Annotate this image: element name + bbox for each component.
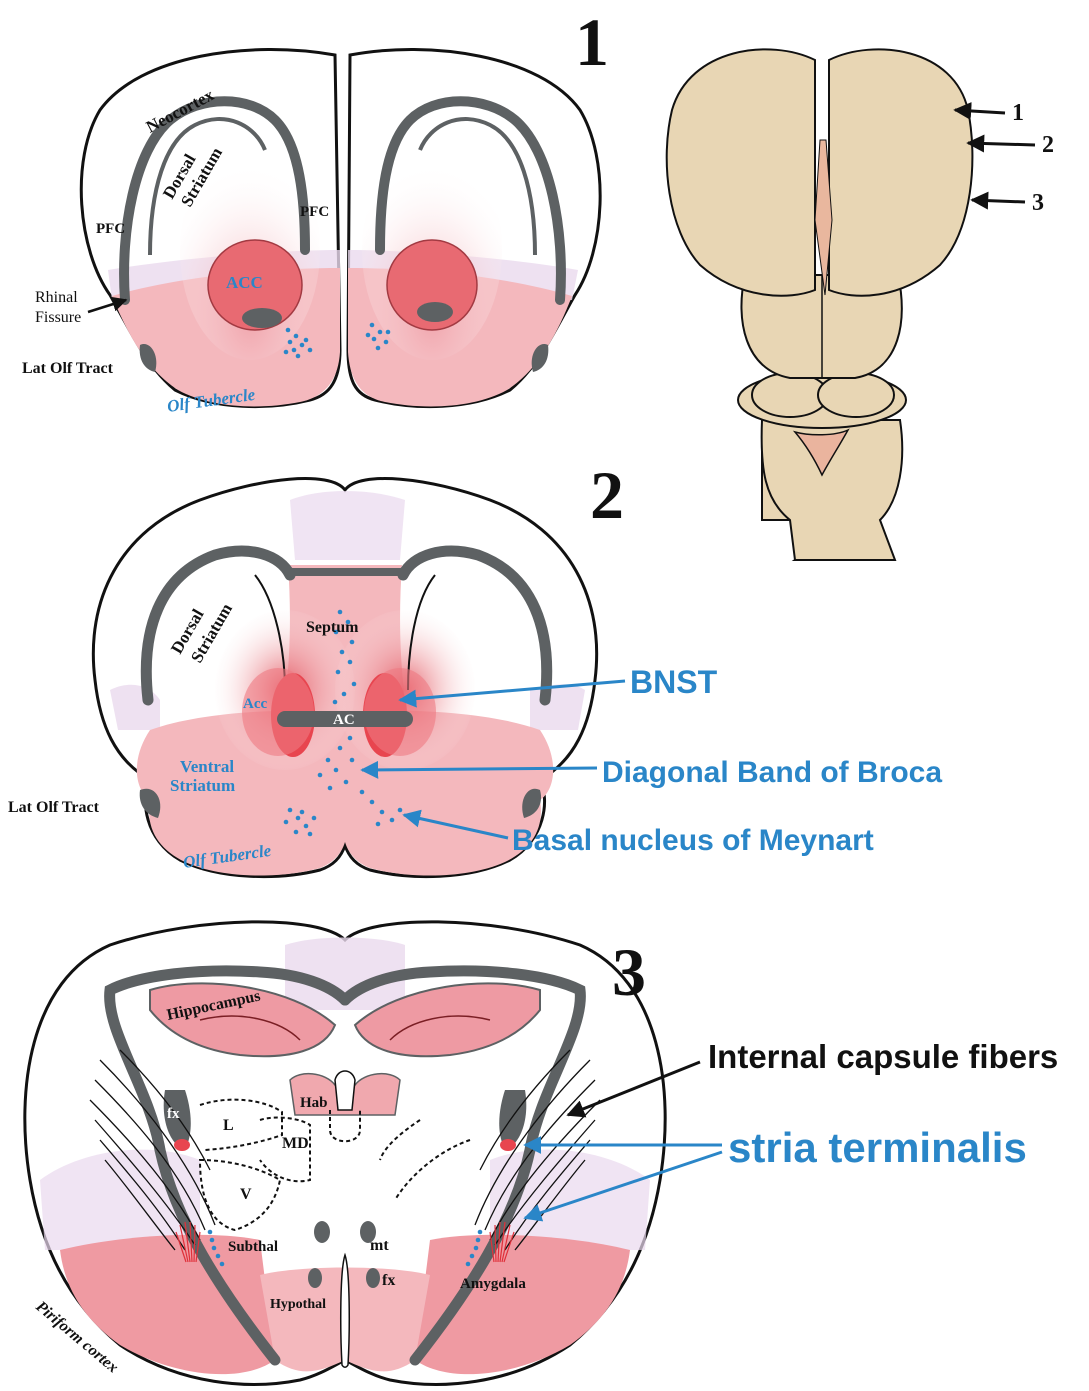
section-1-right-hemisphere xyxy=(348,50,600,407)
section-3-hab-label: Hab xyxy=(300,1095,328,1111)
brain-arrow-label-2: 2 xyxy=(1042,132,1054,158)
section-1: 1 Neocortex Dorsal Striatum PFC PFC ACC … xyxy=(22,4,609,416)
section-3-amygdala-label: Amygdala xyxy=(460,1276,526,1292)
section-2-ac-label: AC xyxy=(333,712,355,728)
section-1-acc-label: ACC xyxy=(226,273,263,292)
section-3-fx-lower-label: fx xyxy=(382,1272,395,1289)
section-3-fx-upper-label: fx xyxy=(167,1106,180,1122)
section-3-subthal-label: Subthal xyxy=(228,1239,278,1255)
section-3-third-ventricle xyxy=(341,1255,349,1367)
section-1-lot-label: Lat Olf Tract xyxy=(22,360,114,377)
brain-dorsal-view: 1 2 3 xyxy=(667,49,1054,560)
section-3-left-fx-lower xyxy=(308,1268,322,1288)
section-3-mt-label: mt xyxy=(370,1237,389,1254)
section-3-md-label: MD xyxy=(282,1135,309,1152)
section-3-left-stria-red xyxy=(174,1139,190,1151)
cerebellum-lobe-left xyxy=(752,373,828,417)
section-3-number: 3 xyxy=(612,934,646,1010)
section-3-left-mt xyxy=(314,1221,330,1243)
right-cerebral-hemisphere xyxy=(829,49,972,295)
section-3-piriform-right xyxy=(415,1235,630,1374)
section-2-side-lavender-right xyxy=(530,684,585,730)
section-2-number: 2 xyxy=(590,457,624,533)
section-2-ventral-label: Ventral xyxy=(180,757,234,776)
section-2-ventral-striatum-label: Striatum xyxy=(170,776,235,795)
section-1-pfc-left-label: PFC xyxy=(96,221,125,237)
section-1-right-ac-dot xyxy=(417,302,453,322)
section-2-septum-label: Septum xyxy=(306,619,359,636)
stria-terminalis-callout: stria terminalis xyxy=(728,1124,1027,1171)
brain-arrow-3 xyxy=(972,200,1025,202)
bnst-callout: BNST xyxy=(630,664,718,700)
brain-arrow-2 xyxy=(968,143,1035,145)
section-2-acc-label: Acc xyxy=(243,696,267,712)
section-3-right-stria-red xyxy=(500,1139,516,1151)
brain-arrow-label-1: 1 xyxy=(1012,100,1024,126)
diagonal-band-arrow xyxy=(362,768,597,770)
section-2-top-lavender xyxy=(290,491,405,560)
section-3-right-fx-lower xyxy=(366,1268,380,1288)
basal-nucleus-callout: Basal nucleus of Meynart xyxy=(512,824,874,857)
section-3-third-ventricle-top xyxy=(335,1071,355,1110)
section-2-lot-label: Lat Olf Tract xyxy=(8,799,100,816)
section-3-hypothal-label: Hypothal xyxy=(270,1297,326,1312)
section-3-l-label: L xyxy=(223,1117,234,1134)
section-1-rhinal-label: Rhinal xyxy=(35,289,78,306)
left-cerebral-hemisphere xyxy=(667,49,815,295)
cerebellum-lobe-right xyxy=(818,373,894,417)
section-1-number: 1 xyxy=(575,4,609,80)
section-3: 3 Hippocampus Hab fx L MD V Subthal mt f… xyxy=(25,922,1058,1385)
section-1-fissure-label: Fissure xyxy=(35,309,81,326)
brain-arrow-label-3: 3 xyxy=(1032,190,1044,216)
internal-capsule-callout: Internal capsule fibers xyxy=(708,1038,1058,1075)
section-1-left-ac-dot xyxy=(242,308,282,328)
section-1-pfc-right-label: PFC xyxy=(300,204,329,220)
section-3-v-label: V xyxy=(240,1186,252,1203)
diagonal-band-callout: Diagonal Band of Broca xyxy=(602,756,942,789)
